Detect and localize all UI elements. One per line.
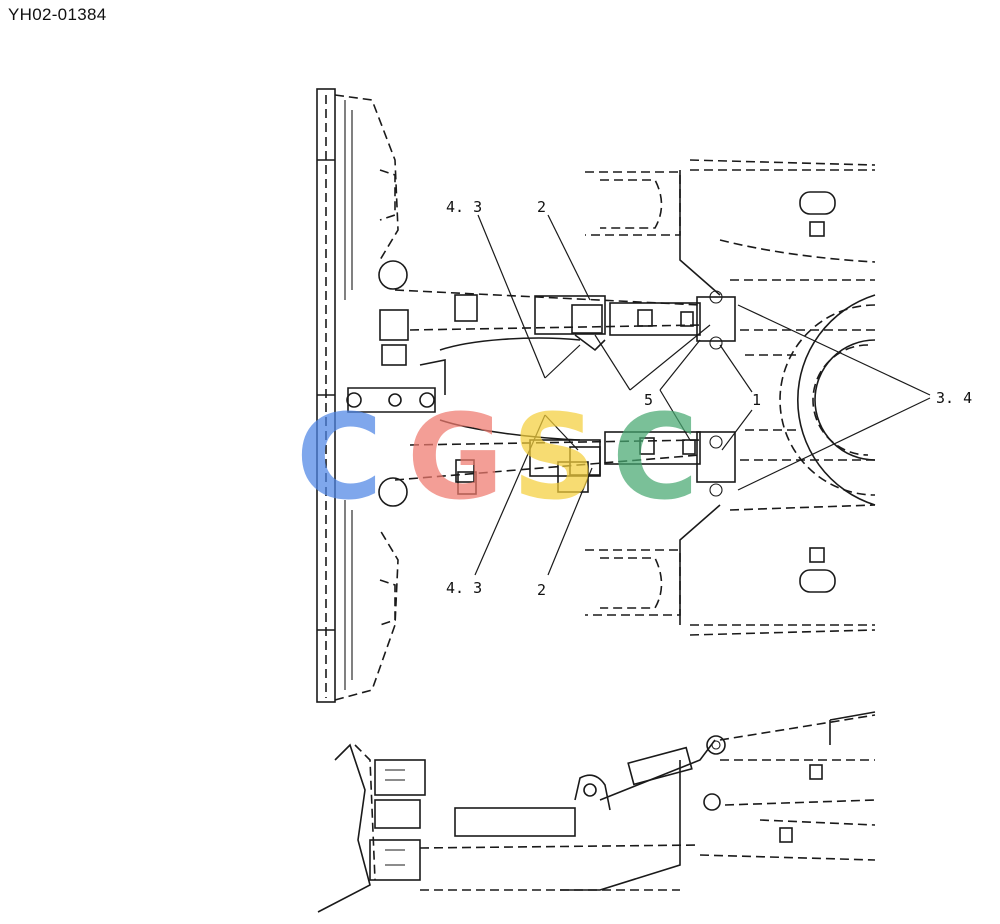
blade-brackets <box>346 169 475 626</box>
callout-labels: 4. 3 2 5 1 3. 4 4. 3 2 <box>446 198 972 599</box>
watermark-letter-c2: C <box>612 388 699 526</box>
watermark-letter-c1: C <box>296 388 383 526</box>
callout-label-2-lower: 2 <box>537 581 546 599</box>
callout-label-4-3-upper: 4. 3 <box>446 198 482 216</box>
callout-label-2-upper: 2 <box>537 198 546 216</box>
side-view-drawing <box>317 711 876 913</box>
callout-leaders <box>474 214 931 576</box>
callout-label-4-3-lower: 4. 3 <box>446 579 482 597</box>
watermark-letter-g: G <box>407 388 504 526</box>
blade <box>316 88 399 703</box>
callout-label-3-4: 3. 4 <box>936 389 972 407</box>
top-view-drawing <box>316 88 876 703</box>
cylinder-upper <box>534 290 736 352</box>
callout-label-1: 1 <box>752 391 761 409</box>
watermark: C G S C <box>296 388 699 526</box>
circle-turntable <box>779 294 876 506</box>
callout-label-5: 5 <box>644 391 653 409</box>
cylinder-lower <box>457 431 736 497</box>
document-code: YH02-01384 <box>8 5 107 24</box>
watermark-letter-s: S <box>512 388 597 526</box>
tractor-frame <box>585 159 876 636</box>
